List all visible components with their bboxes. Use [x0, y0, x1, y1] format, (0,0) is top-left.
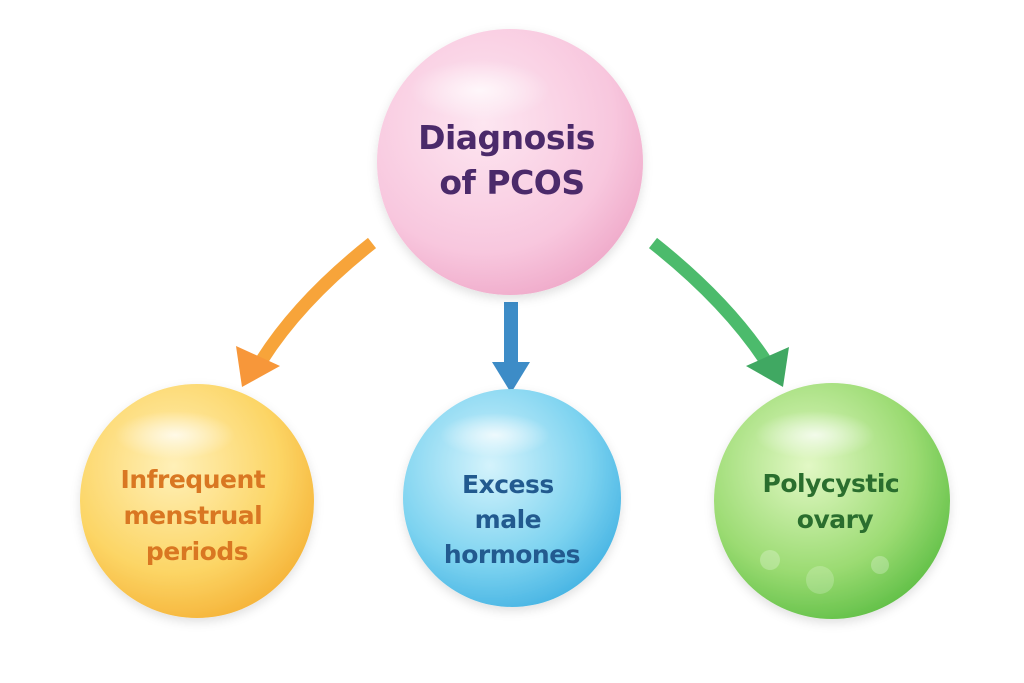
arrow-to-excess-hormones [492, 302, 530, 393]
arrow-to-infrequent-periods [236, 237, 377, 387]
root-label-line: Diagnosis [418, 118, 595, 157]
svg-text:Diagnosis of PCOS: Diagnosis of PCOS [418, 118, 606, 202]
node-excess-male-hormones: Excess male hormones [403, 389, 621, 607]
node-label-line: Polycystic [763, 469, 900, 498]
svg-text:Excess male hormon: Excess male hormones [444, 470, 580, 569]
node-label-line: menstrual [124, 501, 263, 530]
node-label-line: Excess [462, 470, 554, 499]
node-label-line: periods [146, 537, 248, 566]
node-polycystic-ovary: Polycystic ovary [714, 383, 950, 619]
node-infrequent-periods: Infrequent menstrual periods [80, 384, 314, 618]
svg-text:Polycystic ovary: Polycystic ovary [763, 469, 908, 534]
root-label-line: of PCOS [439, 163, 584, 202]
arrow-to-polycystic-ovary [648, 237, 789, 387]
root-node-diagnosis: Diagnosis of PCOS [377, 29, 643, 295]
node-label-line: Infrequent [121, 465, 266, 494]
node-label-line: hormones [444, 540, 580, 569]
svg-text:Infrequent menstrual: Infrequent menstrual periods [121, 465, 274, 566]
node-label-line: male [475, 505, 541, 534]
node-label-line: ovary [797, 505, 874, 534]
